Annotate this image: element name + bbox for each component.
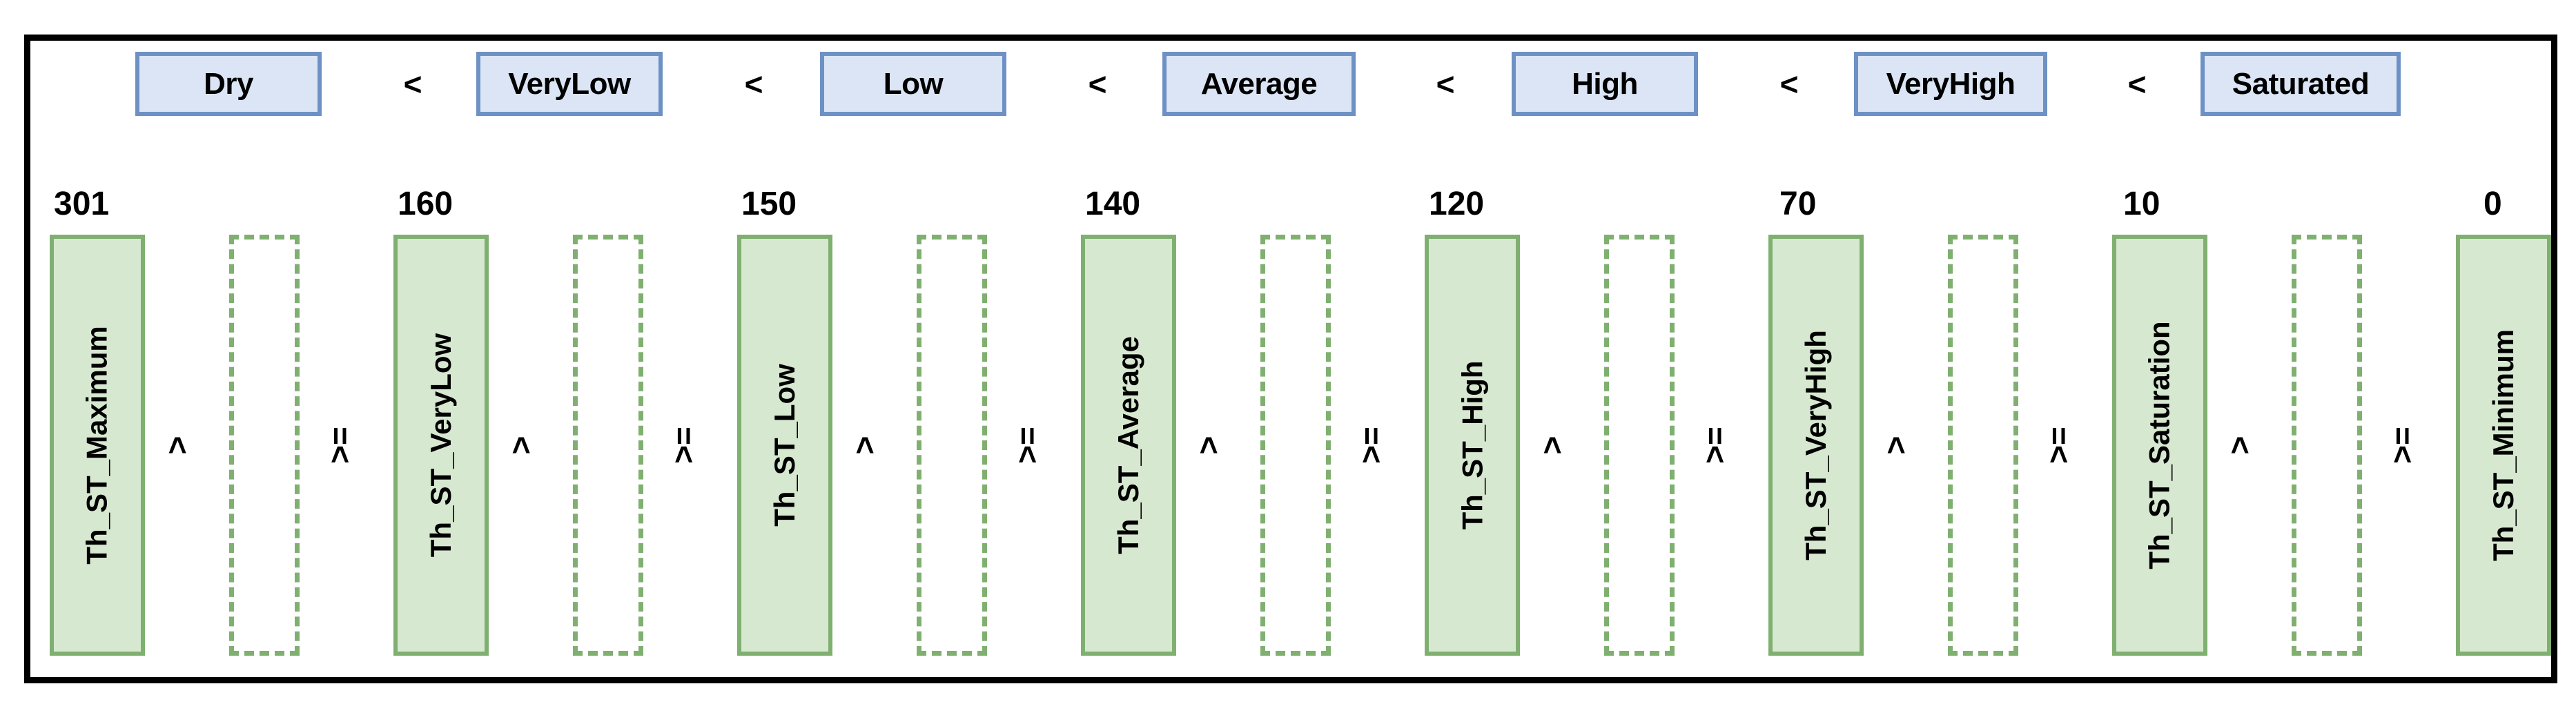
threshold-operator-gt-1: >: [493, 235, 548, 656]
threshold-label: Th_ST_Maximum: [81, 326, 114, 565]
threshold-operator-gte-4: >=: [1687, 235, 1742, 656]
placeholder-box-0: [229, 235, 300, 656]
less-than-symbol: <: [2127, 66, 2147, 102]
threshold-operator-gt-4: >: [1524, 235, 1579, 656]
category-box-dry[interactable]: Dry: [135, 52, 322, 116]
category-label: Average: [1200, 66, 1318, 101]
category-label: VeryHigh: [1886, 66, 2016, 101]
threshold-operator-gt-5: >: [1868, 235, 1923, 656]
threshold-operator-gte-0: >=: [312, 235, 367, 656]
threshold-value-0: 0: [2484, 186, 2502, 222]
category-box-low[interactable]: Low: [820, 52, 1006, 116]
category-box-high[interactable]: High: [1512, 52, 1698, 116]
category-operator-4: <: [1767, 52, 1811, 116]
threshold-box-th-st-maximum[interactable]: Th_ST_Maximum: [50, 235, 145, 656]
threshold-label: Th_ST_VeryLow: [425, 333, 457, 558]
greater-than-or-equal-symbol: >=: [2383, 427, 2420, 464]
less-than-symbol: <: [1779, 66, 1799, 102]
greater-than-symbol: >: [1877, 436, 1913, 455]
category-label: High: [1572, 66, 1638, 101]
threshold-operator-gt-0: >: [149, 235, 204, 656]
greater-than-symbol: >: [846, 436, 882, 455]
category-operator-2: <: [1075, 52, 1120, 116]
greater-than-symbol: >: [502, 436, 538, 455]
threshold-box-th-st-saturation[interactable]: Th_ST_Saturation: [2112, 235, 2207, 656]
greater-than-symbol: >: [1190, 436, 1226, 455]
threshold-value-160: 160: [398, 186, 453, 222]
category-operator-0: <: [391, 52, 435, 116]
less-than-symbol: <: [1436, 66, 1455, 102]
greater-than-symbol: >: [2221, 436, 2257, 455]
threshold-box-th-st-average[interactable]: Th_ST_Average: [1081, 235, 1176, 656]
threshold-box-th-st-minimum[interactable]: Th_ST_Minimum: [2456, 235, 2551, 656]
threshold-value-140: 140: [1085, 186, 1141, 222]
placeholder-box-3: [1260, 235, 1331, 656]
greater-than-or-equal-symbol: >=: [1696, 427, 1733, 464]
greater-than-or-equal-symbol: >=: [665, 427, 701, 464]
threshold-value-120: 120: [1429, 186, 1485, 222]
threshold-operator-gte-6: >=: [2374, 235, 2430, 656]
threshold-box-th-st-high[interactable]: Th_ST_High: [1425, 235, 1520, 656]
threshold-operator-gte-1: >=: [656, 235, 711, 656]
threshold-label: Th_ST_Low: [768, 364, 801, 527]
placeholder-box-4: [1604, 235, 1675, 656]
placeholder-box-5: [1948, 235, 2018, 656]
category-row: Dry < VeryLow < Low < Average < High <: [0, 0, 2576, 116]
category-operator-1: <: [732, 52, 776, 116]
threshold-operator-gte-2: >=: [999, 235, 1055, 656]
placeholder-box-1: [573, 235, 643, 656]
category-box-veryhigh[interactable]: VeryHigh: [1854, 52, 2047, 116]
category-label: Saturated: [2232, 66, 2370, 101]
less-than-symbol: <: [403, 66, 422, 102]
category-box-verylow[interactable]: VeryLow: [476, 52, 663, 116]
threshold-value-10: 10: [2123, 186, 2160, 222]
category-operator-5: <: [2115, 52, 2159, 116]
threshold-operator-gt-6: >: [2212, 235, 2267, 656]
threshold-label: Th_ST_High: [1456, 360, 1489, 530]
threshold-box-th-st-verylow[interactable]: Th_ST_VeryLow: [393, 235, 489, 656]
greater-than-or-equal-symbol: >=: [1008, 427, 1045, 464]
category-box-average[interactable]: Average: [1162, 52, 1356, 116]
placeholder-box-2: [917, 235, 987, 656]
greater-than-symbol: >: [159, 436, 195, 455]
threshold-operator-gte-3: >=: [1343, 235, 1398, 656]
greater-than-or-equal-symbol: >=: [2040, 427, 2076, 464]
category-operator-3: <: [1423, 52, 1467, 116]
less-than-symbol: <: [744, 66, 763, 102]
greater-than-or-equal-symbol: >=: [321, 427, 358, 464]
placeholder-box-6: [2292, 235, 2362, 656]
threshold-operator-gte-5: >=: [2031, 235, 2086, 656]
greater-than-symbol: >: [1534, 436, 1570, 455]
category-label: Dry: [204, 66, 253, 101]
threshold-value-301: 301: [54, 186, 110, 222]
threshold-value-150: 150: [741, 186, 797, 222]
threshold-label: Th_ST_Minimum: [2487, 329, 2519, 562]
threshold-box-th-st-low[interactable]: Th_ST_Low: [737, 235, 832, 656]
threshold-label: Th_ST_Average: [1112, 336, 1144, 554]
category-label: VeryLow: [508, 66, 631, 101]
category-label: Low: [883, 66, 944, 101]
threshold-value-70: 70: [1779, 186, 1817, 222]
threshold-label: Th_ST_VeryHigh: [1799, 330, 1833, 560]
greater-than-or-equal-symbol: >=: [1352, 427, 1389, 464]
threshold-box-th-st-veryhigh[interactable]: Th_ST_VeryHigh: [1768, 235, 1864, 656]
less-than-symbol: <: [1088, 66, 1107, 102]
threshold-label: Th_ST_Saturation: [2143, 321, 2176, 569]
category-box-saturated[interactable]: Saturated: [2201, 52, 2401, 116]
threshold-operator-gt-3: >: [1180, 235, 1236, 656]
threshold-operator-gt-2: >: [837, 235, 892, 656]
